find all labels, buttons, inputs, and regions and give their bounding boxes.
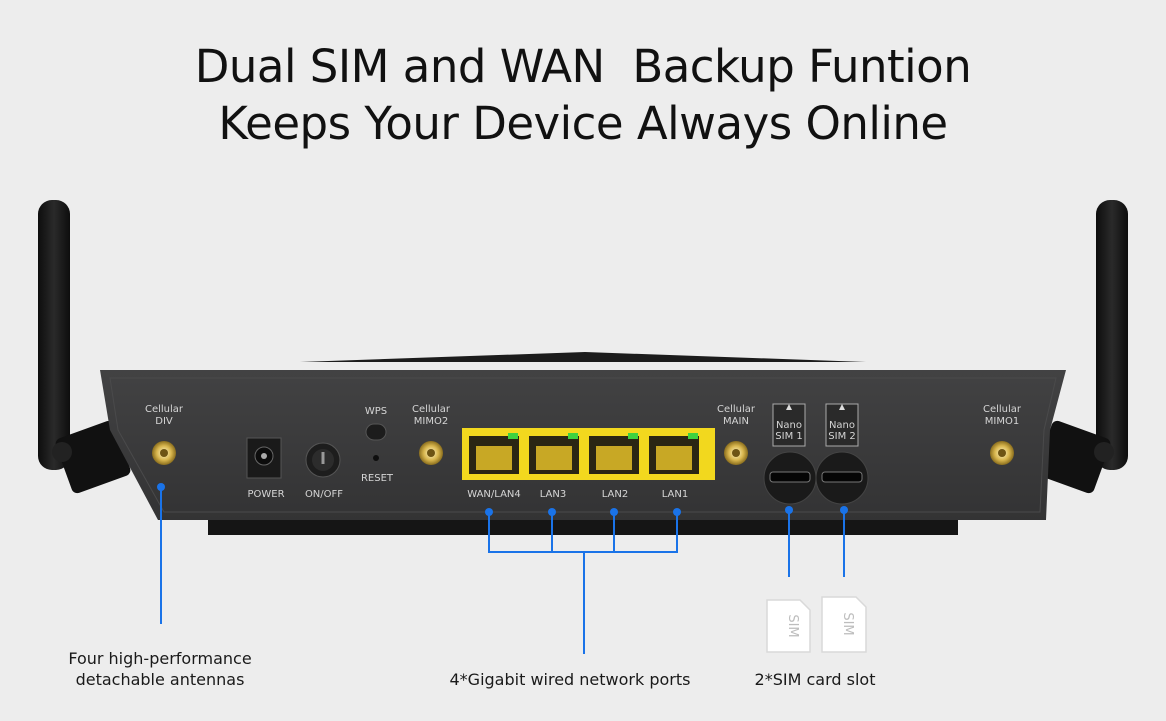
svg-text:ON/OFF: ON/OFF	[305, 489, 343, 500]
headline-line-1: Dual SIM and WAN Backup Funtion	[194, 40, 972, 93]
svg-text:RESET: RESET	[361, 473, 394, 484]
sim-slot-1: Nano SIM 1	[763, 403, 817, 505]
svg-text:Nano: Nano	[829, 420, 855, 431]
svg-text:MAIN: MAIN	[723, 416, 749, 427]
lan-port-lan2: LAN2	[589, 433, 639, 500]
power-jack: POWER	[246, 437, 285, 500]
svg-text:SIM: SIM	[785, 614, 800, 637]
svg-text:SIM 2: SIM 2	[828, 431, 855, 442]
antenna-connector-main: Cellular MAIN	[717, 404, 756, 465]
callout-lines	[160, 487, 845, 654]
caption-antennas: Four high-performance detachable antenna…	[68, 649, 252, 689]
svg-text:Nano: Nano	[776, 420, 802, 431]
lan-port-wan-lan4: WAN/LAN4	[467, 433, 521, 500]
callout-dots	[157, 483, 848, 516]
left-antenna	[38, 200, 131, 494]
antenna-connector-div: Cellular DIV	[145, 404, 184, 465]
svg-text:MIMO1: MIMO1	[985, 416, 1019, 427]
sim-card-1: SIM	[766, 599, 811, 653]
svg-text:WPS: WPS	[365, 406, 387, 417]
svg-text:WAN/LAN4: WAN/LAN4	[467, 489, 521, 500]
on-off-button: ON/OFF	[305, 442, 343, 500]
svg-text:SIM: SIM	[840, 612, 855, 635]
reset-hole: RESET	[361, 455, 394, 484]
svg-text:Cellular: Cellular	[717, 404, 756, 415]
headline-line-2: Keeps Your Device Always Online	[218, 97, 948, 150]
router-top	[300, 352, 866, 362]
svg-text:Cellular: Cellular	[983, 404, 1022, 415]
sim-card-2: SIM	[821, 596, 867, 653]
right-antenna	[1035, 200, 1128, 494]
svg-text:Cellular: Cellular	[145, 404, 184, 415]
svg-text:LAN3: LAN3	[540, 489, 566, 500]
wps-button: WPS	[365, 406, 387, 441]
svg-text:POWER: POWER	[247, 489, 284, 500]
svg-text:Cellular: Cellular	[412, 404, 451, 415]
sim-slot-2: Nano SIM 2	[815, 403, 869, 505]
svg-text:MIMO2: MIMO2	[414, 416, 448, 427]
lan-port-lan3: LAN3	[529, 433, 579, 500]
headline: Dual SIM and WAN Backup Funtion Keeps Yo…	[0, 38, 1166, 152]
svg-text:DIV: DIV	[155, 416, 173, 427]
svg-text:LAN2: LAN2	[602, 489, 628, 500]
lan-port-lan1: LAN1	[649, 433, 699, 500]
svg-text:LAN1: LAN1	[662, 489, 688, 500]
antenna-connector-mimo2: Cellular MIMO2	[412, 404, 451, 465]
svg-text:SIM 1: SIM 1	[775, 431, 802, 442]
caption-network-ports: 4*Gigabit wired network ports	[449, 670, 691, 689]
antenna-connector-mimo1: Cellular MIMO1	[983, 404, 1022, 465]
caption-sim-slot: 2*SIM card slot	[754, 670, 876, 689]
